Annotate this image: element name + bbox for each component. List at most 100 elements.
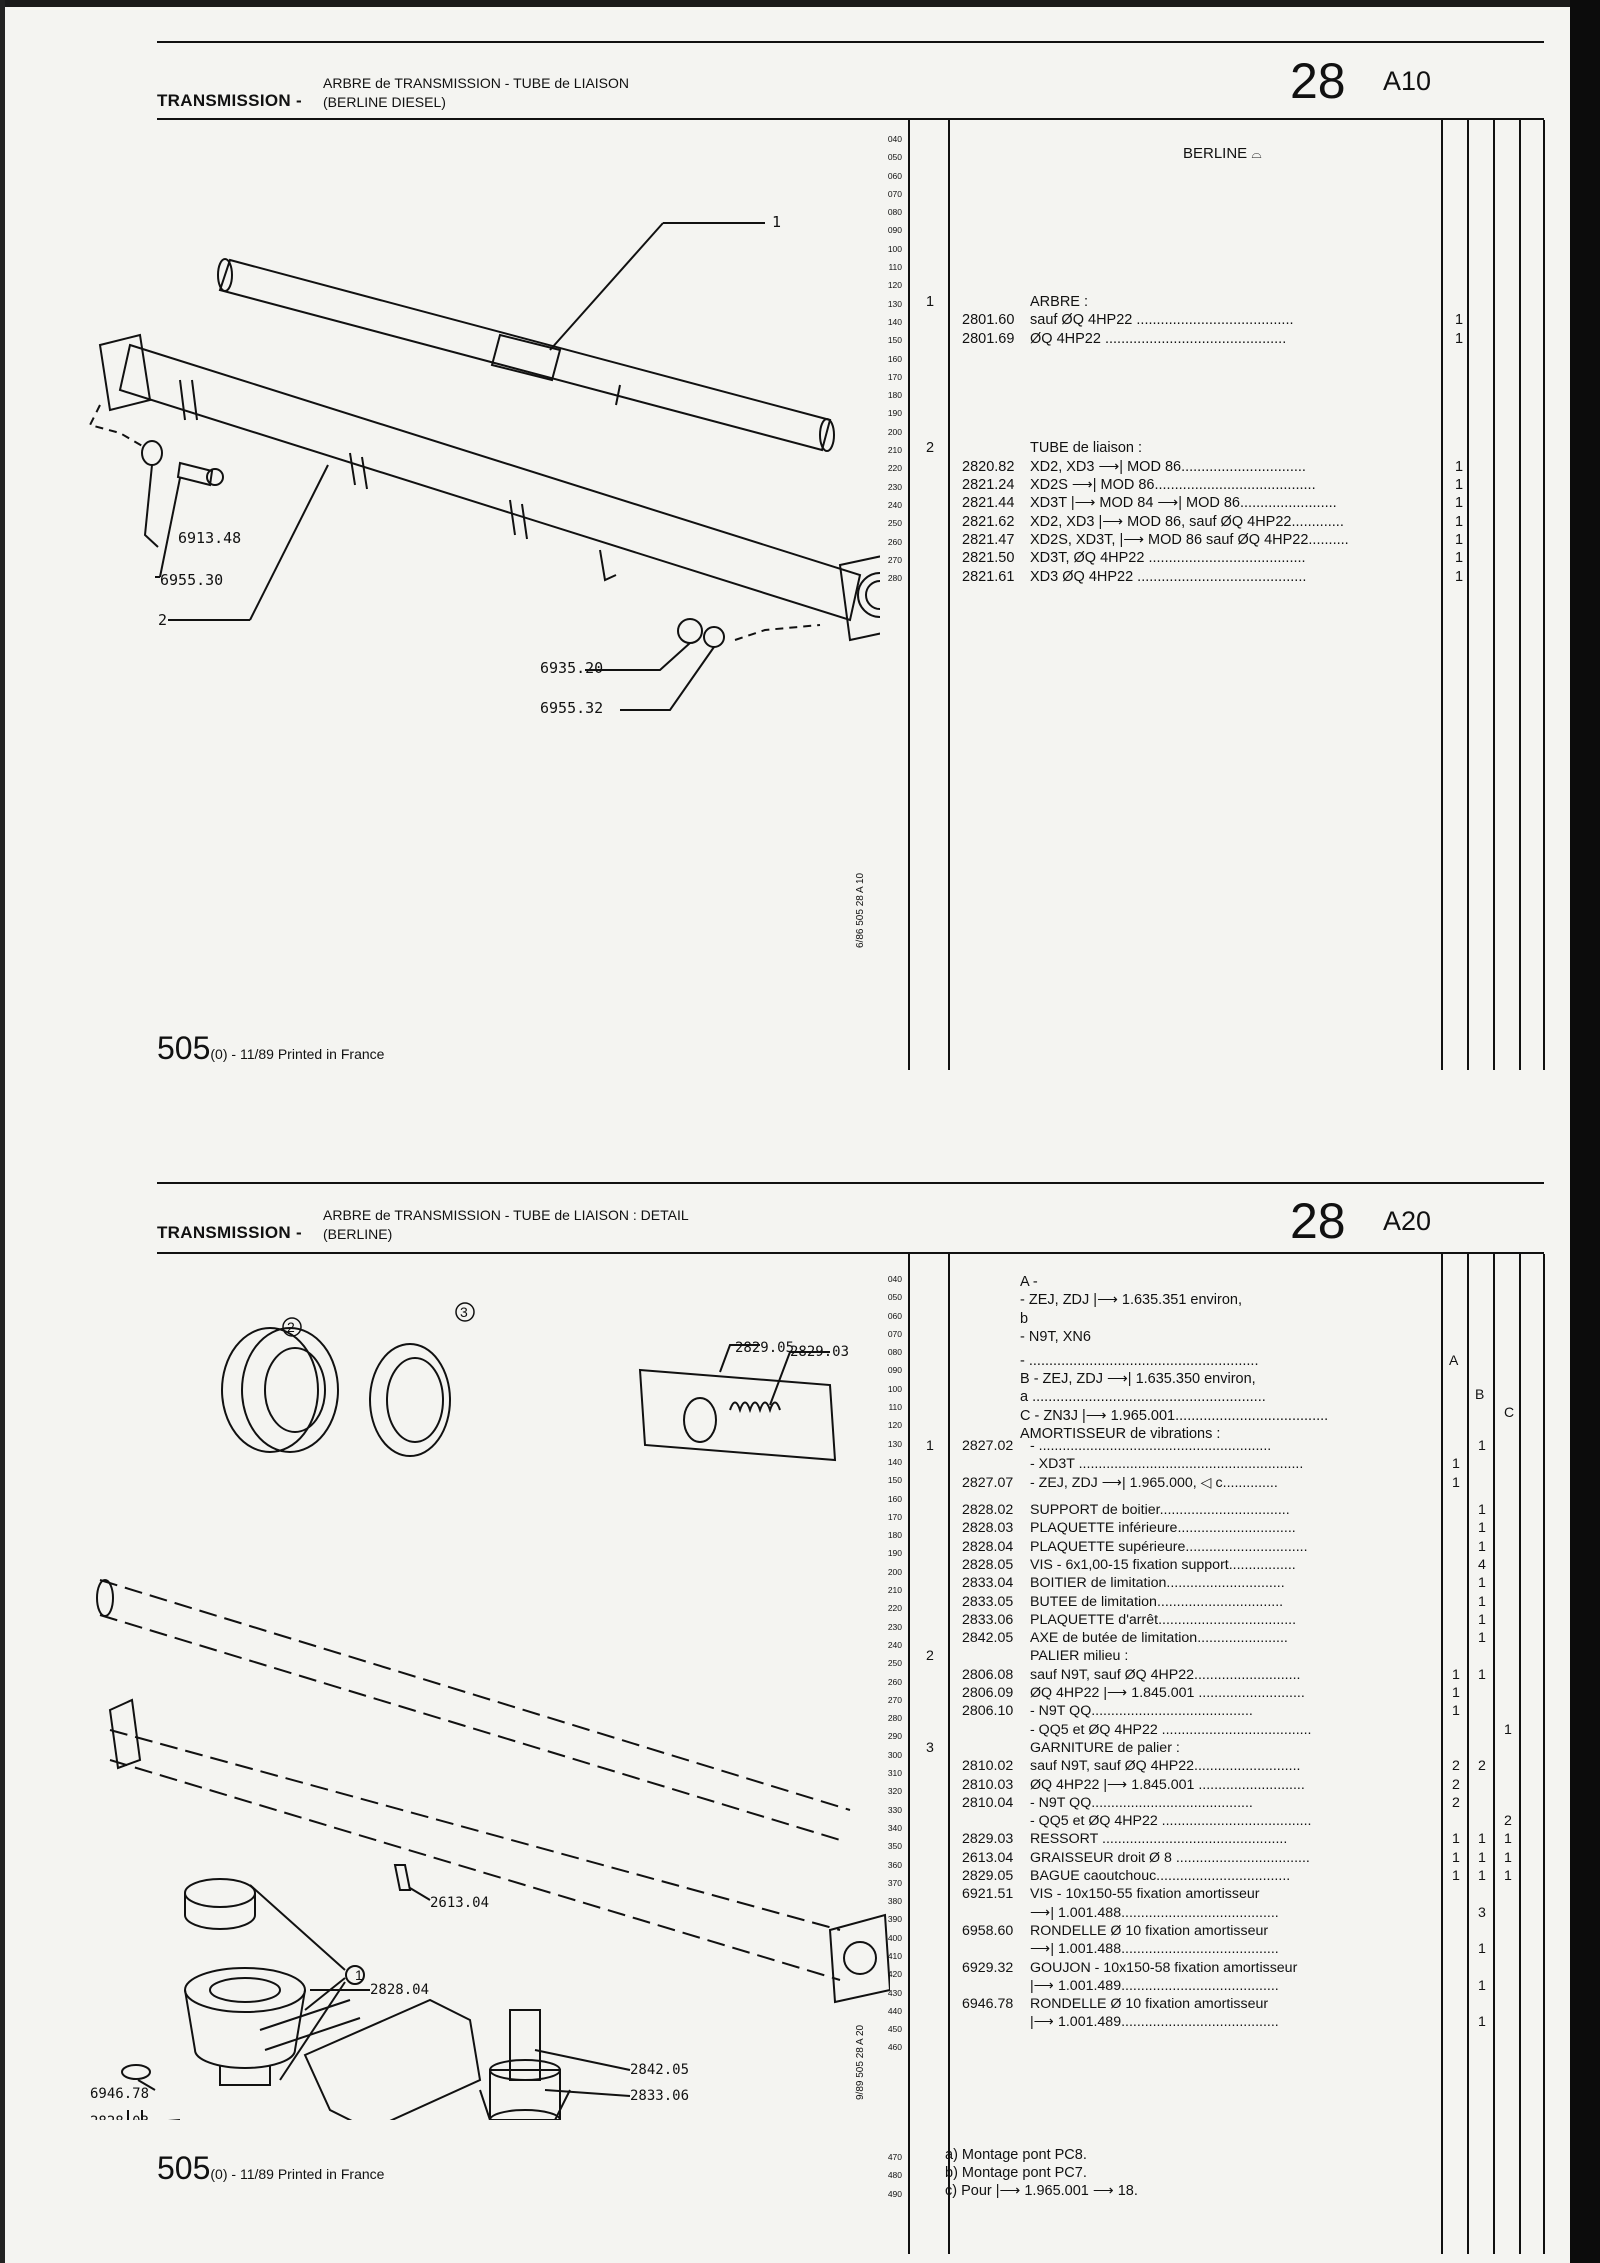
line-number: 290 [887, 1731, 902, 1742]
row-description: sauf N9T, sauf ØQ 4HP22.................… [1030, 1666, 1301, 1683]
line-number: 240 [887, 1639, 902, 1650]
row-reference: 2806.10 [962, 1703, 1014, 1720]
row-description: XD3T, ØQ 4HP22 .........................… [1030, 550, 1306, 567]
row-description: AXE de butée de limitation..............… [1030, 1630, 1288, 1647]
row-description: |⟶ 1.001.489............................… [1030, 2014, 1279, 2031]
row-quantity-c: 1 [1504, 1831, 1512, 1848]
line-number: 060 [887, 170, 902, 181]
row-quantity-a: 1 [1452, 1456, 1460, 1473]
row-description: RESSORT ................................… [1030, 1831, 1288, 1848]
table-left-rule [908, 1254, 910, 2254]
line-number: 330 [887, 1804, 902, 1815]
table-row: 2806.08 sauf N9T, sauf ØQ 4HP22..........… [920, 1667, 1540, 1685]
row-reference: 2806.08 [962, 1666, 1014, 1683]
line-number: 240 [887, 499, 902, 510]
row-description: XD2S ⟶| MOD 86..........................… [1030, 477, 1316, 493]
row-description: PLAQUETTE supérieure....................… [1030, 1538, 1308, 1555]
row-position: 3 [926, 1739, 934, 1756]
subtitle-line-2: (BERLINE) [323, 1226, 393, 1242]
row-quantity: 1 [1455, 495, 1464, 512]
row-quantity-c: 2 [1504, 1813, 1512, 1830]
part-label: 2828.04 [370, 1982, 429, 1998]
row-description: ØQ 4HP22 ...............................… [1030, 330, 1287, 347]
line-number: 380 [887, 1896, 902, 1907]
page-code: A10 [1383, 66, 1432, 96]
table-row: 2827.07 - ZEJ, ZDJ ⟶| 1.965.000, ◁ c....… [920, 1475, 1540, 1493]
row-quantity: 1 [1455, 330, 1464, 347]
line-number: 100 [887, 243, 902, 254]
part-label: 6935.20 [540, 659, 603, 677]
scan-left-edge [0, 0, 5, 2263]
row-description: - N9T QQ................................… [1030, 1703, 1253, 1720]
row-description: VIS - 10x150-55 fixation amortisseur [1030, 1886, 1260, 1903]
row-reference: 2827.02 [962, 1438, 1014, 1454]
row-quantity-a: 1 [1452, 1868, 1460, 1885]
row-quantity-a: 1 [1452, 1666, 1460, 1683]
page-footer: 505(0) - 11/89 Printed in France [157, 2150, 384, 2187]
section-subtitle: ARBRE de TRANSMISSION - TUBE de LIAISON … [323, 74, 629, 112]
line-number: 280 [887, 573, 902, 584]
row-position: 1 [926, 1438, 934, 1454]
row-quantity-c: 1 [1504, 1721, 1512, 1738]
row-quantity-b: 1 [1478, 1438, 1486, 1454]
row-quantity-b: 1 [1478, 1611, 1486, 1628]
row-description: GRAISSEUR droit Ø 8 ....................… [1030, 1849, 1310, 1866]
row-quantity-b: 1 [1478, 1593, 1486, 1610]
row-description: TUBE de liaison : [1030, 440, 1143, 457]
footnote: c) Pour |⟶ 1.965.001 ⟶ 18. [945, 2183, 1138, 2199]
line-number: 160 [887, 353, 902, 364]
row-quantity-c: 1 [1504, 1868, 1512, 1885]
row-quantity-b: 1 [1478, 1538, 1486, 1555]
row-description: XD3 ØQ 4HP22 ...........................… [1030, 568, 1307, 585]
row-position: 2 [926, 1648, 934, 1665]
legend-line: AMORTISSEUR de vibrations : [1020, 1426, 1221, 1443]
row-reference: 6946.78 [962, 1996, 1014, 2013]
row-reference: 2821.61 [962, 568, 1015, 585]
row-description: |⟶ 1.001.489............................… [1030, 1977, 1279, 1994]
middle-bearing [221, 1327, 319, 1453]
row-description: PALIER milieu : [1030, 1648, 1129, 1665]
row-description: sauf N9T, sauf ØQ 4HP22.................… [1030, 1758, 1301, 1775]
row-description: BUTEE de limitation.....................… [1030, 1593, 1284, 1610]
drive-shaft [218, 258, 832, 452]
row-reference: 2810.03 [962, 1776, 1014, 1793]
line-number: 480 [887, 2170, 902, 2181]
line-number: 490 [887, 2188, 902, 2199]
table-pos-rule [948, 120, 950, 1070]
row-description: - ZEJ, ZDJ ⟶| 1.965.000, ◁ c............… [1030, 1474, 1278, 1491]
line-number: 150 [887, 335, 902, 346]
line-number: 470 [887, 2152, 902, 2162]
legend-line: b [1020, 1310, 1029, 1327]
row-description: ØQ 4HP22 |⟶ 1.845.001 ..................… [1030, 1685, 1305, 1702]
table-qty-rule-1 [1441, 120, 1443, 1070]
line-number: 230 [887, 1621, 902, 1632]
row-description: VIS - 6x1,00-15 fixation support........… [1030, 1556, 1296, 1573]
legend-line: - ZEJ, ZDJ |⟶ 1.635.351 environ, [1020, 1292, 1243, 1309]
table-row: 2806.10 - N9T QQ.........................… [920, 1703, 1540, 1721]
row-description: sauf ØQ 4HP22 ..........................… [1030, 312, 1294, 329]
scan-top-edge [0, 0, 1600, 7]
footer-text: (0) - 11/89 Printed in France [210, 2166, 385, 2182]
line-number: 040 [887, 134, 902, 144]
line-number: 140 [887, 316, 902, 327]
line-number: 310 [887, 1768, 902, 1779]
row-quantity-b: 1 [1478, 1666, 1486, 1683]
table-row: - QQ5 et ØQ 4HP22 ......................… [920, 1722, 1540, 1740]
group-number: 28 [1290, 1193, 1346, 1249]
row-description: - QQ5 et ØQ 4HP22 ......................… [1030, 1813, 1312, 1830]
row-quantity-a: 1 [1452, 1849, 1460, 1866]
row-reference: 2829.03 [962, 1831, 1014, 1848]
row-reference: 2821.50 [962, 550, 1015, 567]
row-description: - ......................................… [1030, 1438, 1272, 1454]
header-top-rule [157, 1182, 1544, 1184]
line-number: 170 [887, 371, 902, 382]
line-number: 280 [887, 1713, 902, 1724]
